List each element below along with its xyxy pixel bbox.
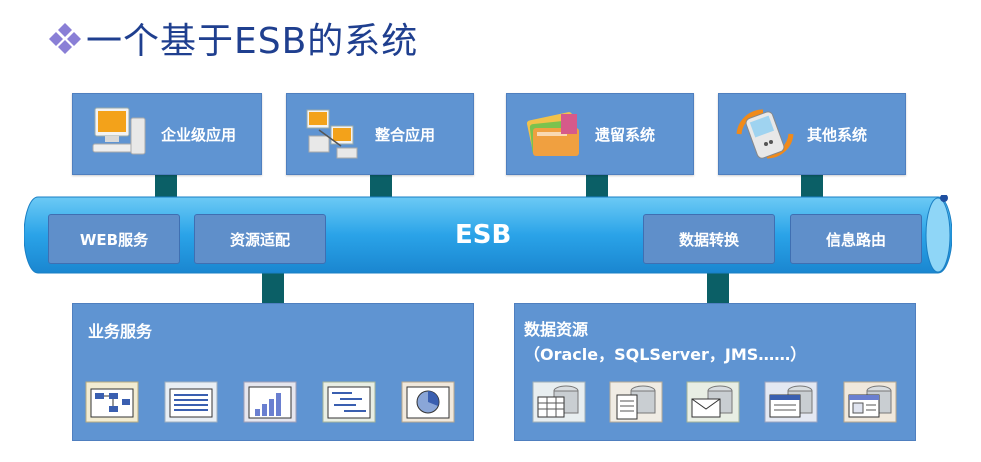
data-resources-subtitle: （Oracle，SQLServer，JMS……） <box>524 345 807 364</box>
app-box-other: 其他系统 <box>718 93 906 175</box>
esb-title: ESB <box>455 220 512 250</box>
app-label: 遗留系统 <box>595 125 656 144</box>
database-window-icon <box>843 381 897 423</box>
connector-line <box>801 172 823 198</box>
esb-service-web: WEB服务 <box>48 214 180 264</box>
business-services-title: 业务服务 <box>88 322 153 341</box>
connector-line <box>262 272 284 304</box>
data-resources-title: 数据资源 <box>524 320 589 339</box>
bar-chart-icon <box>243 381 297 423</box>
computer-icon <box>92 107 146 155</box>
database-mail-icon <box>686 381 740 423</box>
app-label: 企业级应用 <box>161 125 237 144</box>
app-label: 整合应用 <box>375 125 436 144</box>
diamond-bullet-icon <box>49 23 81 54</box>
folders-icon <box>526 112 579 156</box>
page-title: 一个基于ESB的系统 <box>86 21 419 62</box>
app-box-enterprise: 企业级应用 <box>72 93 262 175</box>
connector-line <box>370 172 392 198</box>
pie-chart-icon <box>401 381 455 423</box>
flowchart-icon <box>85 381 139 423</box>
app-label: 其他系统 <box>807 125 868 144</box>
gantt-chart-icon <box>322 381 376 423</box>
database-table-icon <box>532 381 586 423</box>
mobile-device-icon <box>736 109 794 159</box>
page-title-group: 一个基于ESB的系统 <box>48 12 418 64</box>
networked-computers-icon <box>306 109 358 159</box>
connector-line <box>155 172 177 198</box>
database-document-icon <box>609 381 663 423</box>
esb-service-transform: 数据转换 <box>643 214 775 264</box>
connector-line <box>707 272 729 304</box>
esb-service-adapter: 资源适配 <box>194 214 326 264</box>
esb-service-routing: 信息路由 <box>790 214 922 264</box>
app-box-legacy: 遗留系统 <box>506 93 694 175</box>
document-list-icon <box>164 381 218 423</box>
app-box-integration: 整合应用 <box>286 93 474 175</box>
connector-line <box>586 172 608 198</box>
database-form-icon <box>764 381 818 423</box>
